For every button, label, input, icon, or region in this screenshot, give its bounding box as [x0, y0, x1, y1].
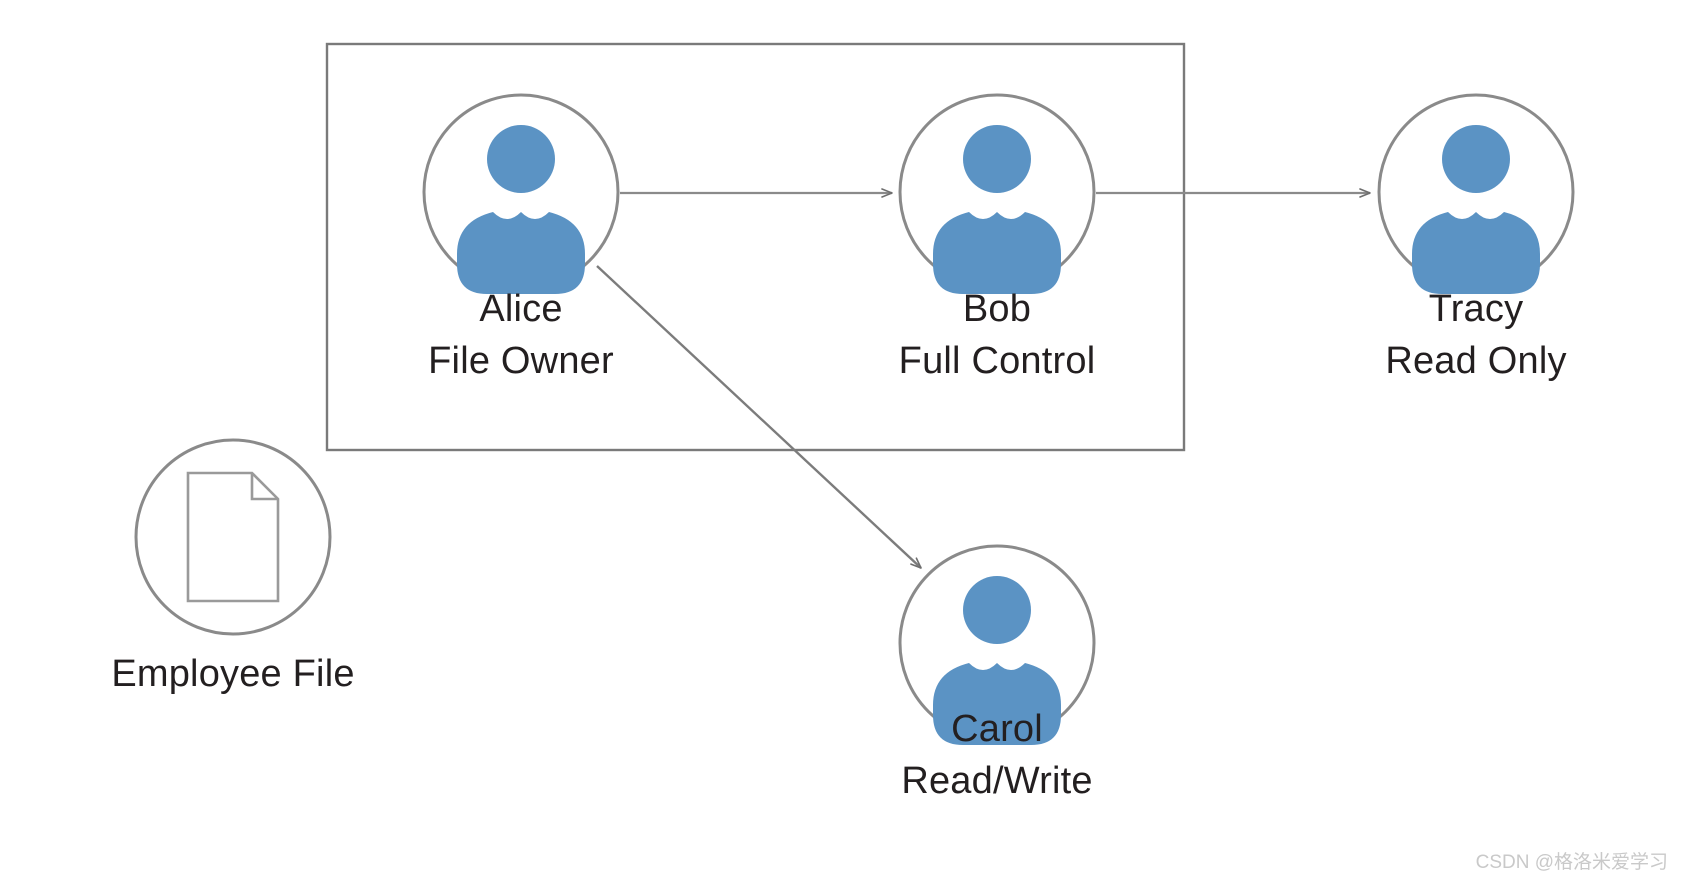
user-avatar-icon	[933, 125, 1061, 294]
tracy-label: Tracy Read Only	[1385, 283, 1566, 387]
tracy-role: Read Only	[1385, 340, 1567, 382]
alice-role: File Owner	[428, 340, 614, 382]
alice-label: Alice File Owner	[428, 283, 614, 387]
node-employee-file[interactable]	[134, 438, 332, 636]
bob-label: Bob Full Control	[899, 283, 1096, 387]
carol-name: Carol	[951, 708, 1043, 750]
document-icon	[186, 471, 280, 603]
node-carol[interactable]	[898, 544, 1096, 745]
employee-file-label: Employee File	[111, 648, 354, 700]
node-tracy[interactable]	[1377, 93, 1575, 294]
edge-alice-to-carol	[596, 265, 922, 569]
user-avatar-icon	[1412, 125, 1540, 294]
alice-name: Alice	[479, 288, 563, 330]
tracy-name: Tracy	[1428, 288, 1524, 330]
user-avatar-icon	[933, 576, 1061, 745]
carol-label: Carol Read/Write	[901, 703, 1092, 807]
bob-name: Bob	[962, 288, 1032, 330]
node-bob[interactable]	[898, 93, 1096, 294]
carol-role: Read/Write	[901, 760, 1093, 802]
user-avatar-icon	[457, 125, 585, 294]
csdn-watermark: CSDN @格洛米爱学习	[1475, 852, 1668, 873]
permission-group-box	[325, 42, 1186, 452]
node-alice[interactable]	[422, 93, 620, 294]
employee-file-name: Employee File	[111, 653, 355, 695]
bob-role: Full Control	[898, 340, 1096, 382]
